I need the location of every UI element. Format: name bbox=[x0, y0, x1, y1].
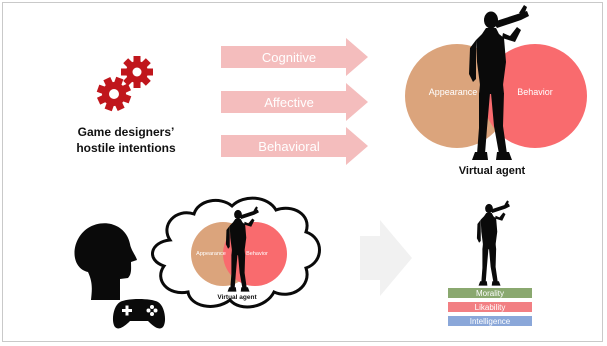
arrow-cognitive: Cognitive bbox=[221, 38, 368, 76]
human-head-icon bbox=[74, 223, 137, 300]
venn-appearance-label: Appearance bbox=[429, 87, 478, 97]
venn-behavior-label: Behavior bbox=[517, 87, 553, 97]
rating-likability: Likability bbox=[448, 302, 532, 312]
gamepad-icon bbox=[112, 299, 166, 329]
bubble-appearance-label: Appearance bbox=[196, 251, 226, 257]
designers-label-line1: Game designers’ bbox=[78, 125, 175, 139]
rating-intelligence: Intelligence bbox=[448, 316, 532, 326]
gears-icon bbox=[96, 56, 153, 112]
rating-likability-label: Likability bbox=[475, 303, 506, 312]
arrow-behavioral: Behavioral bbox=[221, 127, 368, 165]
diagram-frame bbox=[2, 2, 603, 342]
rating-morality-label: Morality bbox=[476, 289, 504, 298]
arrow-label-affective: Affective bbox=[264, 95, 314, 110]
thought-bubble: Appearance Behavior Virtual agent bbox=[151, 196, 321, 309]
arrow-affective: Affective bbox=[221, 83, 368, 121]
big-gray-arrow bbox=[360, 220, 412, 296]
arrow-label-cognitive: Cognitive bbox=[262, 50, 316, 65]
bubble-behavior-label: Behavior bbox=[246, 251, 268, 257]
bubble-caption: Virtual agent bbox=[217, 294, 257, 301]
arrow-label-behavioral: Behavioral bbox=[258, 139, 320, 154]
rating-morality: Morality bbox=[448, 288, 532, 298]
rating-intelligence-label: Intelligence bbox=[470, 317, 511, 326]
designers-label-line2: hostile intentions bbox=[76, 141, 176, 155]
venn-behavior-circle bbox=[483, 44, 587, 148]
venn-caption: Virtual agent bbox=[459, 165, 526, 177]
rating-soldier-silhouette-icon bbox=[476, 200, 510, 286]
